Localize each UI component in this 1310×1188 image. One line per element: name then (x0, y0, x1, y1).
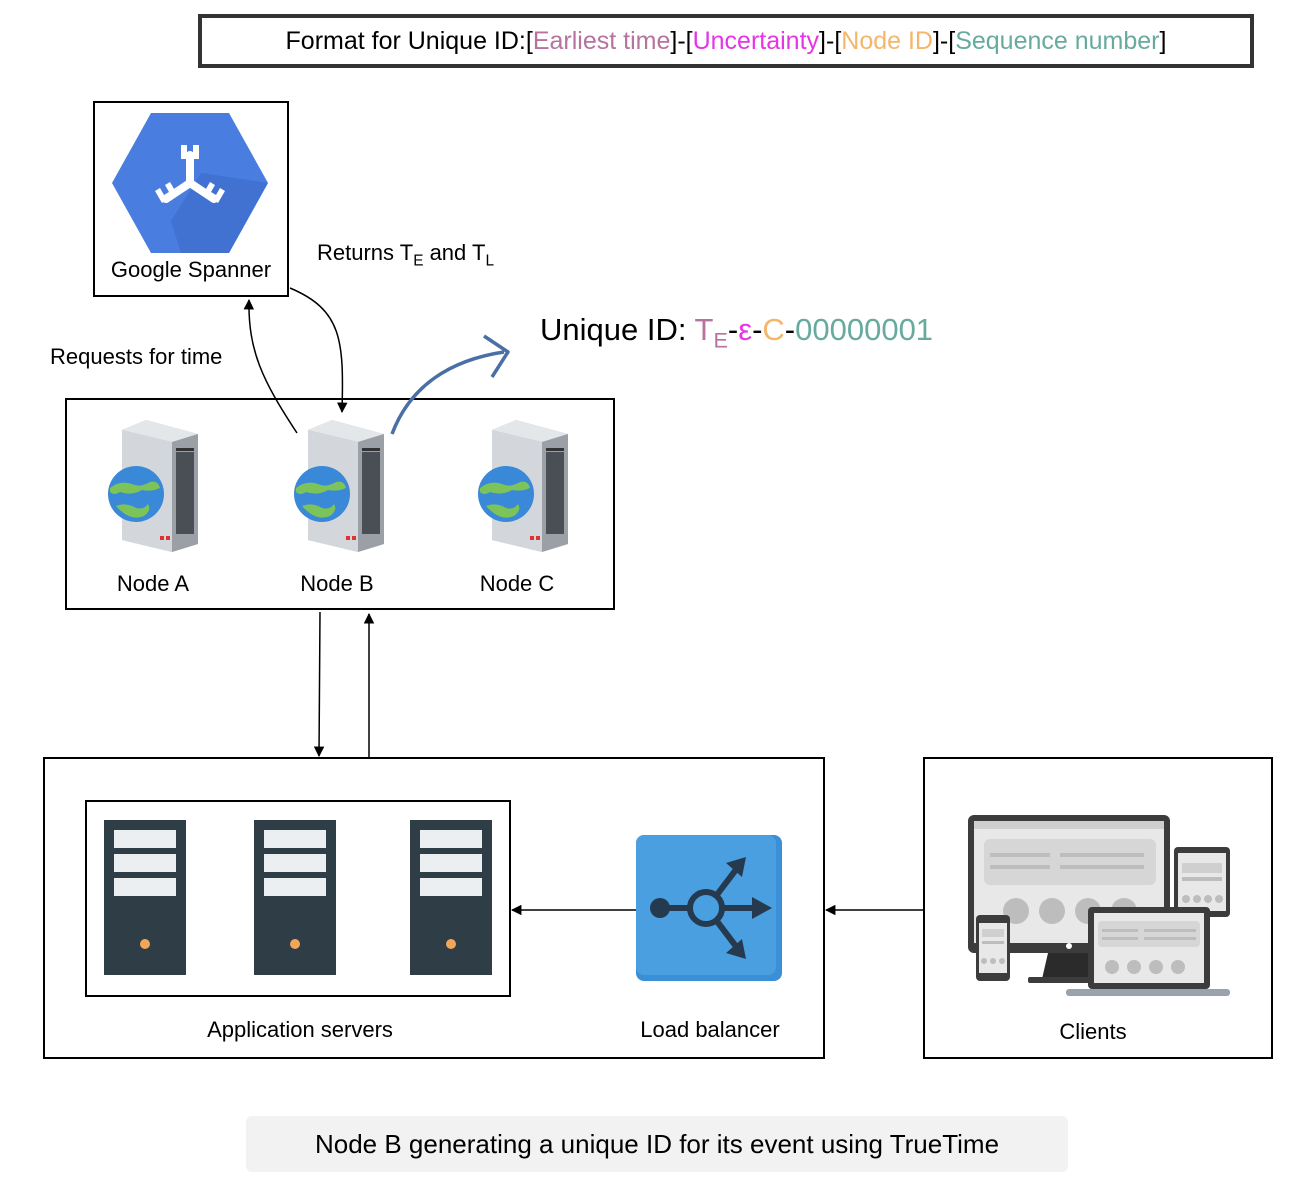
returns-time-arrow (289, 287, 348, 414)
node-to-app-arrow (313, 611, 325, 758)
format-node-id: Node ID (841, 26, 933, 55)
spanner-hexagon-icon (112, 113, 268, 253)
unique-id-dash: - (727, 312, 739, 347)
unique-id-prefix: Unique ID: (540, 312, 695, 347)
node-c-server-icon (478, 420, 568, 552)
unique-id-dash: - (752, 312, 763, 347)
app-server-1-icon (104, 820, 186, 975)
returns-sub-e: E (413, 252, 424, 270)
load-balancer-label: Load balancer (640, 1017, 780, 1042)
returns-label: Returns TE and TL (317, 240, 494, 270)
generate-id-arrow (390, 350, 505, 435)
requests-label: Requests for time (50, 344, 223, 369)
load-balancer-icon (636, 835, 782, 981)
node-a-label: Node A (116, 571, 190, 596)
spanner-label: Google Spanner (110, 257, 272, 282)
node-b-server-icon (294, 420, 384, 552)
client-devices-icon (968, 815, 1230, 996)
returns-text: Returns T (317, 240, 414, 265)
format-prefix: Format for Unique ID: (285, 26, 526, 55)
generate-id-arrowhead (483, 334, 510, 378)
unique-id-node: C (762, 312, 785, 347)
google-spanner-box: Google Spanner (93, 101, 289, 297)
format-separator: ]-[ (932, 26, 956, 55)
id-format-legend: Format for Unique ID: [ Earliest time ]-… (198, 14, 1254, 68)
returns-mid: and T (423, 240, 486, 265)
format-bracket: ] (1159, 26, 1167, 55)
format-earliest-time: Earliest time (532, 26, 671, 55)
application-servers-label: Application servers (207, 1017, 393, 1042)
node-b-label: Node B (300, 571, 374, 596)
app-server-3-icon (410, 820, 492, 975)
figure-caption: Node B generating a unique ID for its ev… (246, 1116, 1068, 1172)
node-c-label: Node C (479, 571, 555, 596)
format-separator: ]-[ (670, 26, 693, 55)
format-separator: ]-[ (819, 26, 842, 55)
format-bracket: [ (525, 26, 533, 55)
app-server-2-icon (254, 820, 336, 975)
unique-id-example: Unique ID: TE-ε-C-00000001 (540, 312, 933, 354)
unique-id-earliest-sub: E (713, 327, 728, 353)
returns-sub-l: L (485, 252, 494, 270)
unique-id-uncertainty: ε (738, 312, 753, 347)
clients-label: Clients (1059, 1019, 1127, 1044)
format-uncertainty: Uncertainty (692, 26, 820, 55)
unique-id-earliest: T (694, 312, 714, 347)
requests-time-arrow (243, 298, 298, 434)
format-sequence-number: Sequence number (955, 26, 1160, 55)
unique-id-dash: - (784, 312, 796, 347)
node-a-server-icon (108, 420, 198, 552)
unique-id-sequence: 00000001 (795, 312, 934, 347)
